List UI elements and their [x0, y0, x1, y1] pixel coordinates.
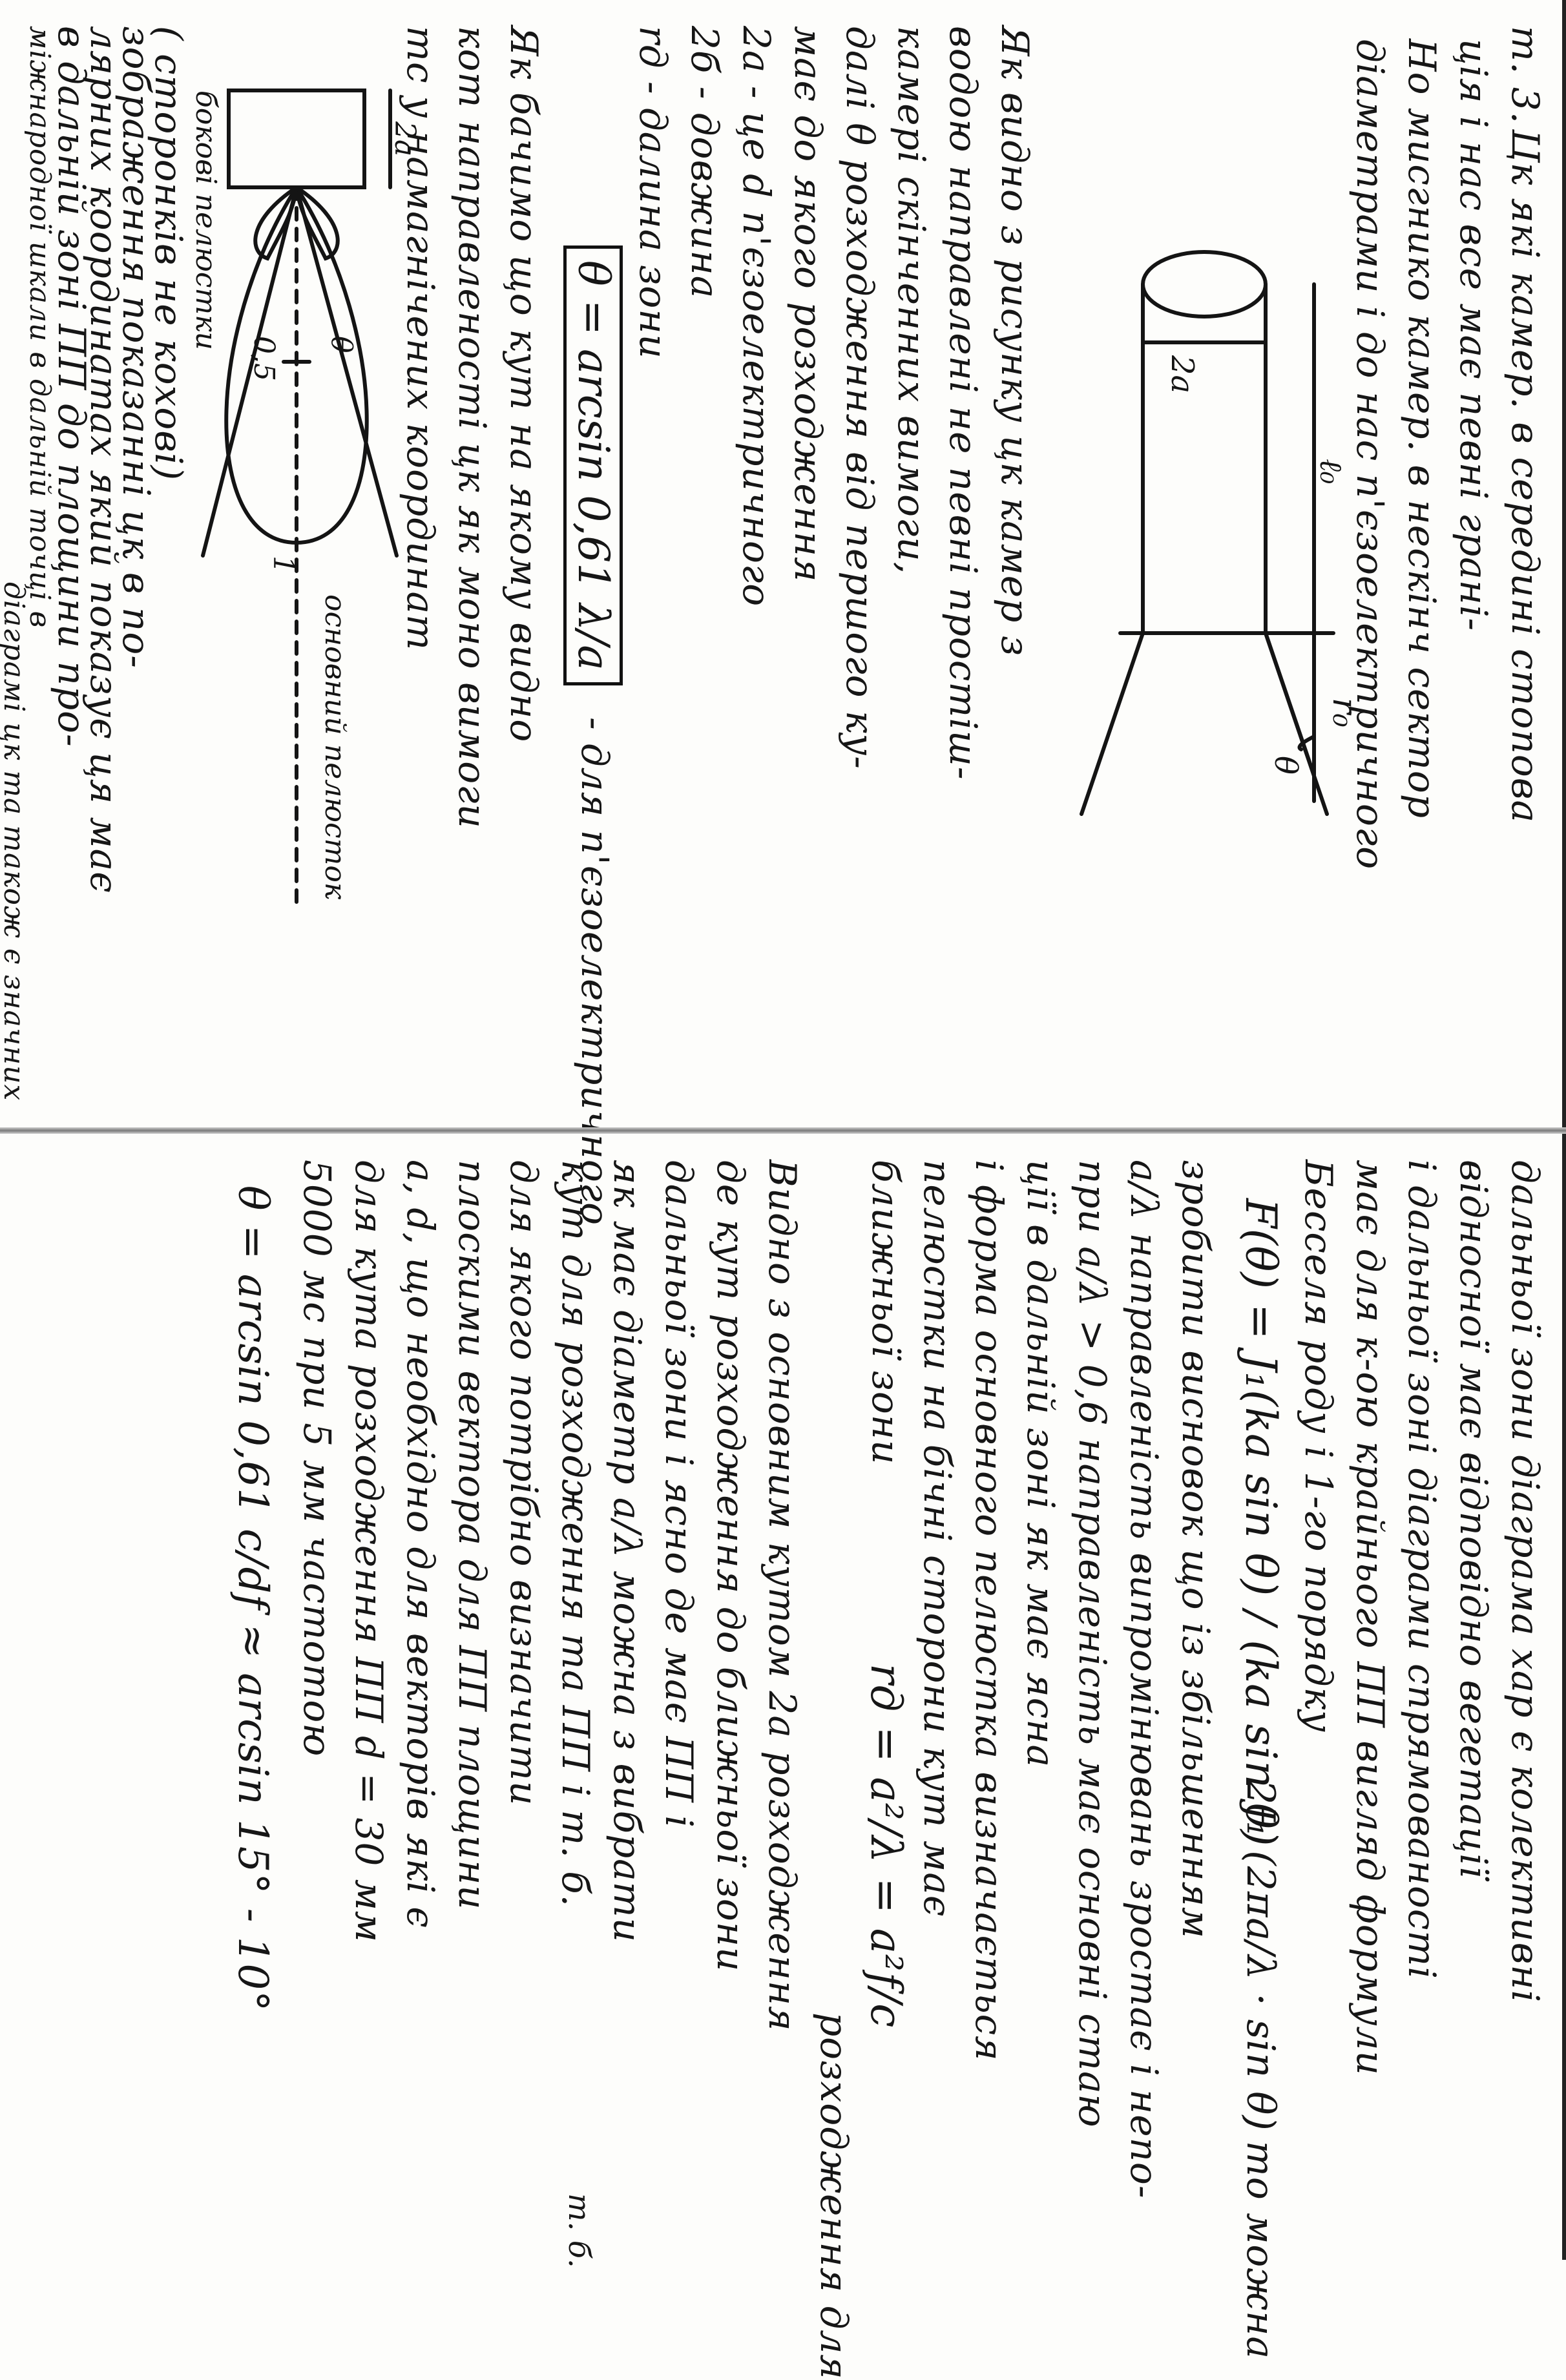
text-line: Як видно з рисунку цк камер з	[993, 26, 1037, 657]
text-line: ція і нас все має певні грані-	[1452, 39, 1496, 632]
text-line: rд - далина зони	[631, 26, 675, 359]
half-level-label: 0,5	[247, 336, 280, 381]
text-line: Бесселя роду і 1-го порядку	[1297, 1160, 1341, 1733]
formula-note: розходження для	[812, 2012, 856, 2380]
text-line: і форма основного пелюстка визначається	[967, 1160, 1011, 2062]
text-line: 2б - довжина	[683, 26, 727, 299]
section-label: т. 3.	[1503, 26, 1547, 125]
text-line: міжнародної шкали в дальній точці в	[23, 26, 56, 629]
near-zone-label: ℓ₀	[1313, 459, 1349, 484]
text-line: тс у намагнічених координат	[399, 26, 443, 651]
text-line: кот направленості цк як моно вимоги	[450, 26, 494, 829]
text-line: пелюстки на бічні сторони кут має	[915, 1160, 959, 1917]
text-line: ближньої зони	[864, 1160, 908, 1465]
margin-note: т. б.	[562, 2193, 597, 2268]
text-line: як має діаметр a/λ можна з вибрати	[605, 1160, 649, 1943]
transducer-beam-figure: r₀ 2a ℓ₀ θ	[1080, 250, 1364, 816]
text-line: зробити висновок що із збільшенням	[1174, 1160, 1218, 1939]
text-line: де кут розходження до ближньої зони	[709, 1160, 753, 1972]
text-line: діаграмі цк та також є значних	[0, 581, 30, 1101]
theta-label: θ	[1268, 756, 1304, 775]
notebook-fold	[0, 1127, 1566, 1134]
text-line: a/λ направленість випромінювань зростає …	[1122, 1160, 1166, 2199]
divergence-ray	[1264, 631, 1316, 777]
text-line: для якого потрібно визначити	[502, 1160, 546, 1806]
width-label: 2a	[388, 121, 421, 156]
formula-note: , то можна	[1238, 2116, 1282, 2359]
text-line: має для к-ою крайнього ПП вигляд формули	[1348, 1160, 1392, 2076]
text-line: далі θ розходження від першого ку-	[838, 26, 882, 769]
text-line: плоскими вектора для ПП площини	[450, 1160, 494, 1910]
text-line: 2a - це d п'єзоелектричного	[735, 26, 778, 607]
text-line: камері скінченних вимоги,	[890, 26, 934, 575]
divergence-formula: θ = arcsin 0,61 λ/a	[569, 260, 618, 671]
text-line: і дальньої зоні діаграми спрямованості	[1400, 1160, 1444, 1979]
near-zone-formula: rд = a²/λ = a²f/c	[861, 1664, 911, 2029]
main-lobe-label: основний пелюсток	[318, 594, 351, 900]
text-line: 5000 мс при 5 мм частотою	[295, 1160, 339, 1757]
unit-level-label: 1	[267, 556, 300, 574]
final-formula: θ = arcsin 0,61 c/df ≈ arcsin 15° - 10°	[229, 1185, 277, 2012]
text-line: дальньої зони і ясно де має ПП і	[657, 1160, 701, 1828]
text-line: має до якого розходження	[786, 26, 830, 583]
diameter-label: 2a	[1164, 355, 1200, 393]
directivity-pattern-figure: 2a 0,5 1 θ основний пелюсток бокові пелю…	[189, 89, 421, 906]
transducer-outline	[227, 89, 366, 189]
theta-label: θ	[325, 336, 358, 353]
theta-arc	[1297, 735, 1316, 751]
bessel-formula: F(θ) = J₁(ka sin θ) / (ka sin θ)	[1236, 1198, 1286, 1847]
text-line: діаметрами і до нас п'єзоелектричного	[1348, 39, 1392, 870]
side-lobe-label: бокові пелюстки	[189, 90, 222, 350]
text-line: водою направлені не певні простіш-	[941, 26, 985, 780]
text-line: відносної має відповідно вегетації	[1452, 1160, 1496, 1879]
text-line: для кута розходження ПП d = 30 мм	[347, 1160, 391, 1943]
far-zone-bottom-edge	[1080, 631, 1145, 816]
text-line: при a/λ > 0,6 направленість має основні …	[1070, 1160, 1114, 2128]
right-page: дальньої зони діаграма хар є колективні …	[0, 1134, 1566, 2380]
text-line: Но мисгнико камер. в нескінч сектор	[1400, 39, 1444, 819]
text-line: Цк які камер. в середині стопова	[1503, 129, 1547, 824]
boundary-ray-lower	[201, 185, 298, 558]
left-page: т. 3. Цк які камер. в середині стопова ц…	[0, 0, 1566, 1226]
text-line: Як бачимо що кут на якому видно	[502, 26, 546, 743]
text-line: дальньої зони діаграма хар є колективні	[1503, 1160, 1547, 2003]
r0-label: r₀	[1325, 698, 1364, 727]
text-line: а, d, що необхідно для векторів які є	[399, 1160, 443, 1928]
transducer-face	[1141, 250, 1268, 318]
text-line: кут для розходження та ПП і т. б.	[554, 1160, 598, 1908]
bessel-formula-variant: 2J₁ (2πa/λ · sin θ)	[1238, 1780, 1283, 2131]
text-line: Видно з основним кутом 2a розходження	[760, 1160, 804, 2032]
text-line: ції в дальній зоні як має ясна	[1019, 1160, 1063, 1768]
boundary-ray-upper	[295, 185, 399, 558]
divergence-formula-box: θ = arcsin 0,61 λ/a	[563, 245, 623, 685]
